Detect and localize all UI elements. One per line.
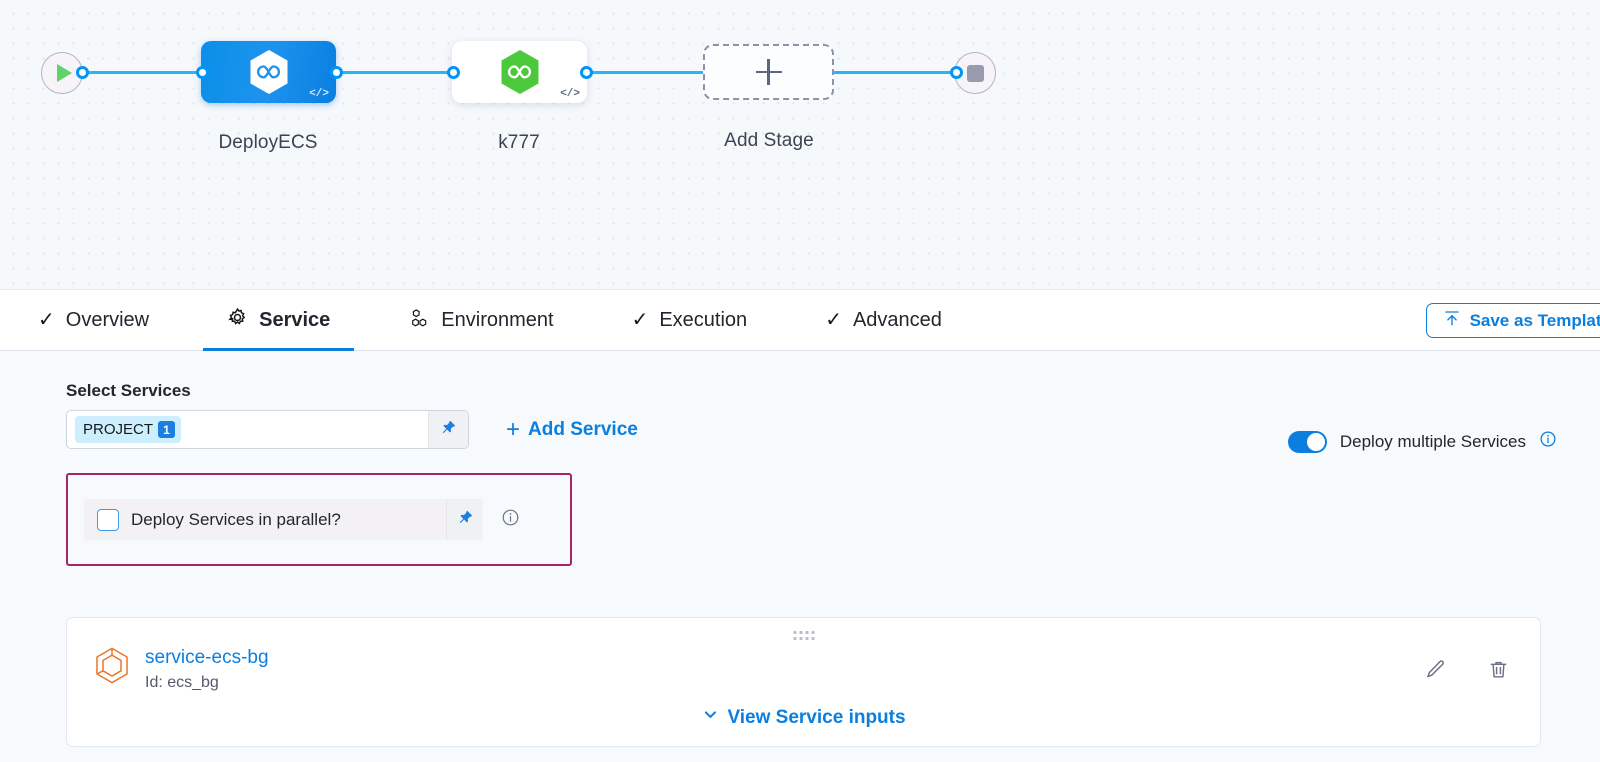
service-card-text: service-ecs-bg Id: ecs_bg [145,647,269,692]
trash-icon[interactable] [1487,658,1510,686]
tab-overview[interactable]: ✓ Overview [36,290,151,351]
port-start-out[interactable] [76,66,89,79]
gear-icon [227,307,248,333]
view-service-inputs-button[interactable]: View Service inputs [701,706,906,729]
service-name-link[interactable]: service-ecs-bg [145,647,269,668]
select-services-row: PROJECT 1 + Add Service [66,410,1600,449]
service-tab-panel: Select Services PROJECT 1 + Add Service [0,351,1600,762]
deploy-multiple-services-label: Deploy multiple Services [1339,431,1526,451]
chevron-down-icon [701,706,718,729]
info-icon[interactable] [501,508,520,532]
select-services-label: Select Services [66,381,191,400]
selected-service-chip[interactable]: PROJECT 1 [75,416,182,443]
port-end-in[interactable] [950,66,963,79]
add-service-label: Add Service [528,418,638,440]
services-multiselect-body[interactable]: PROJECT 1 [67,411,428,448]
check-icon: ✓ [825,309,842,331]
service-card-actions [1424,658,1510,686]
save-as-template-button[interactable]: Save as Template [1425,303,1600,338]
view-service-inputs-label: View Service inputs [727,706,906,728]
pipeline-canvas[interactable]: </> DeployECS </> k777 Add Stage [0,0,1600,290]
upload-template-icon [1443,309,1461,332]
port-deployecs-out[interactable] [330,66,343,79]
stage-node-deployecs[interactable]: </> [201,41,336,103]
service-id-label: Id: ecs_bg [145,673,219,691]
stage-node-k777[interactable]: </> [452,41,587,103]
pin-services-button[interactable] [428,411,468,448]
stage-tab-bar: ✓ Overview Service Environment ✓ Executi… [0,290,1600,351]
port-deployecs-in[interactable] [196,66,209,79]
code-badge-icon: </> [560,88,580,100]
deployment-hexagon-icon [501,50,538,94]
chip-count-badge: 1 [158,421,176,438]
port-k777-out[interactable] [580,66,593,79]
tab-advanced-label: Advanced [852,308,942,331]
port-k777-in[interactable] [447,66,460,79]
deploy-parallel-row[interactable]: Deploy Services in parallel? [84,499,483,540]
play-icon [56,64,72,82]
deploy-parallel-label: Deploy Services in parallel? [131,509,341,529]
deploy-parallel-highlight: Deploy Services in parallel? [66,473,572,566]
check-icon: ✓ [38,309,55,331]
pin-icon [457,509,474,531]
tab-overview-label: Overview [65,308,150,331]
pin-parallel-button[interactable] [446,499,483,540]
save-as-template-label: Save as Template [1469,310,1600,330]
plus-icon: + [506,415,521,443]
tab-advanced[interactable]: ✓ Advanced [823,290,944,351]
services-multiselect[interactable]: PROJECT 1 [66,410,469,449]
deploy-multiple-services-toggle[interactable] [1287,430,1327,453]
deployment-hexagon-icon [250,50,287,94]
drag-dots-icon[interactable] [793,631,814,640]
deploy-multiple-services-row: Deploy multiple Services [1287,430,1557,453]
tab-environment-label: Environment [441,308,554,331]
tab-service[interactable]: Service [203,290,355,351]
pencil-icon[interactable] [1424,658,1447,686]
service-card-main: service-ecs-bg Id: ecs_bg [67,618,1540,692]
deploy-parallel-checkbox[interactable] [97,508,119,531]
chip-label: PROJECT [83,421,154,438]
stop-icon [966,64,984,82]
hexagon-service-icon [95,647,129,690]
add-stage-button[interactable] [703,44,834,100]
code-badge-icon: </> [309,88,329,100]
add-service-button[interactable]: + Add Service [506,415,638,443]
add-stage-label: Add Stage [724,130,814,151]
hexagon-cluster-icon [408,307,430,334]
service-card[interactable]: service-ecs-bg Id: ecs_bg [66,617,1541,747]
edge-addstage-to-end [830,71,960,74]
edge-start-to-deployecs [80,71,210,74]
info-icon[interactable] [1539,430,1557,453]
edge-k777-to-addstage [580,71,715,74]
pin-icon [440,419,457,441]
tab-service-label: Service [259,308,331,331]
tab-execution[interactable]: ✓ Execution [630,290,750,351]
tab-execution-label: Execution [659,308,748,331]
plus-icon-vertical [767,59,770,85]
tab-environment[interactable]: Environment [406,290,555,351]
edge-deployecs-to-k777 [330,71,460,74]
stage-label-k777: k777 [498,132,540,153]
check-icon: ✓ [631,309,649,331]
stage-label-deployecs: DeployECS [218,132,318,153]
